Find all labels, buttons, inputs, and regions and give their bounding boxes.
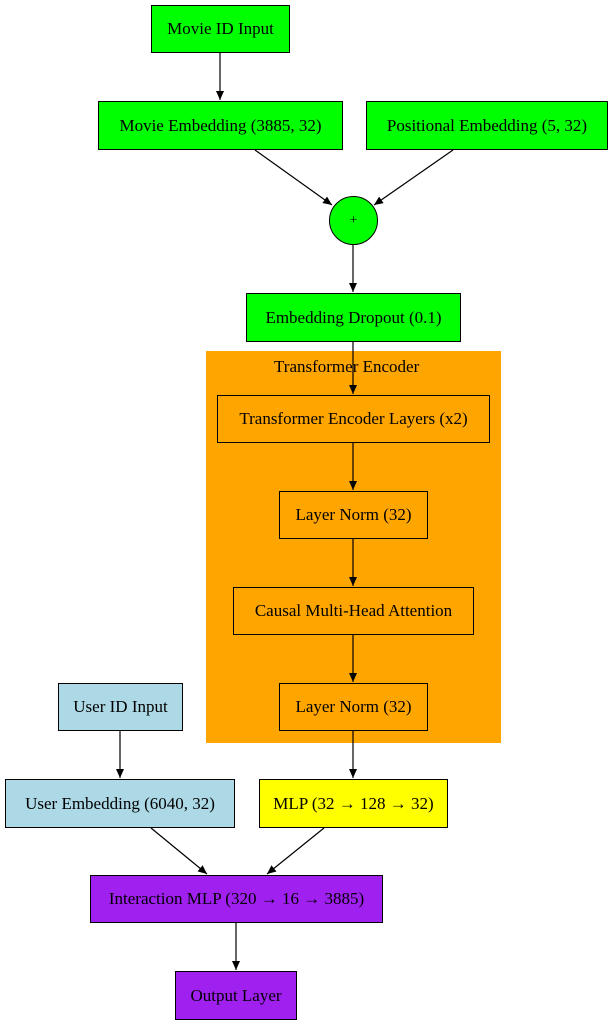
- mlp-node: MLP (32 → 128 → 32): [259, 779, 448, 828]
- positional-embedding-node: Positional Embedding (5, 32): [366, 101, 608, 150]
- user-id-input-node: User ID Input: [58, 683, 183, 731]
- transformer-encoder-label: Transformer Encoder: [274, 357, 420, 376]
- edge-movieemb-to-add: [254, 149, 333, 206]
- layer-norm-2-node: Layer Norm (32): [279, 683, 428, 731]
- embedding-dropout-node: Embedding Dropout (0.1): [246, 293, 461, 342]
- edge-mlp-to-interaction: [266, 827, 325, 875]
- output-layer-node: Output Layer: [175, 971, 297, 1020]
- edge-useremb-to-interaction: [150, 827, 208, 875]
- transformer-encoder-layers-node: Transformer Encoder Layers (x2): [217, 395, 490, 443]
- edge-posemb-to-add: [373, 149, 454, 206]
- interaction-mlp-node: Interaction MLP (320 → 16 → 3885): [90, 875, 383, 923]
- movie-embedding-node: Movie Embedding (3885, 32): [98, 101, 343, 150]
- causal-attention-node: Causal Multi-Head Attention: [233, 587, 474, 635]
- layer-norm-1-node: Layer Norm (32): [279, 491, 428, 539]
- user-embedding-node: User Embedding (6040, 32): [5, 779, 235, 828]
- add-node: +: [329, 196, 378, 245]
- movie-id-input-node: Movie ID Input: [151, 5, 290, 53]
